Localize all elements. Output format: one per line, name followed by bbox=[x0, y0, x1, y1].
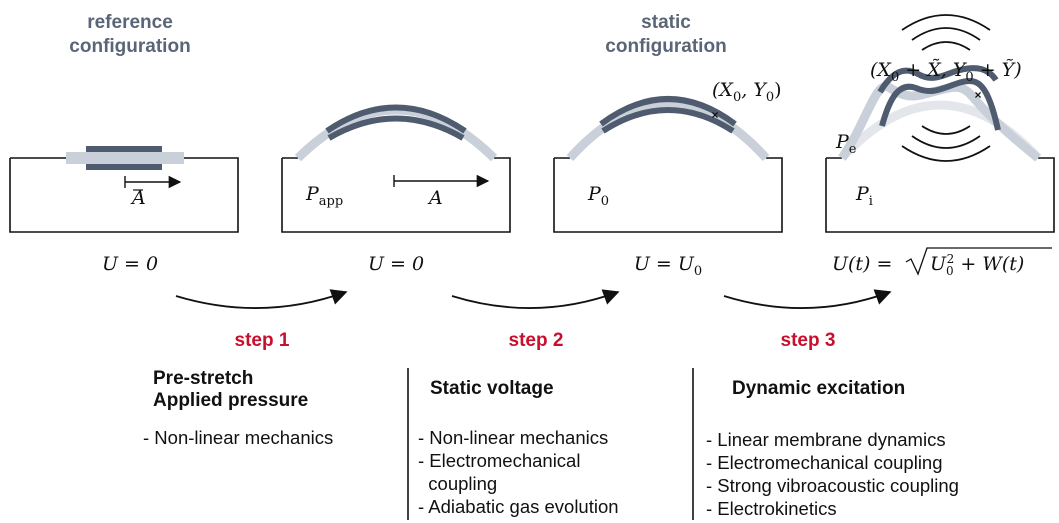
vector-label-ref: A bbox=[130, 187, 146, 209]
chamber-box-3 bbox=[553, 157, 783, 233]
column-3-item: - Strong vibroacoustic coupling bbox=[706, 475, 959, 496]
column-3-heading: Dynamic excitation bbox=[732, 378, 905, 399]
pressure-label-app: Papp bbox=[305, 183, 343, 209]
step-2-arrow bbox=[451, 289, 620, 309]
column-1-heading-line2: Applied pressure bbox=[153, 390, 308, 411]
chamber-box-4 bbox=[825, 157, 1055, 233]
caption-reference-line2: configuration bbox=[69, 36, 190, 57]
column-2-item: - Non-linear mechanics bbox=[418, 427, 608, 448]
step-2-label: step 2 bbox=[509, 330, 564, 351]
electrode-bottom-flat bbox=[86, 164, 162, 170]
step-1-label: step 1 bbox=[235, 330, 290, 351]
column-2-item: coupling bbox=[418, 473, 497, 494]
caption-reference-line1: reference bbox=[87, 12, 173, 33]
chamber-box bbox=[9, 157, 239, 233]
electrode-bottom-arc-2 bbox=[327, 115, 465, 141]
point-label-dynamic: (X0 + X̃, Y0 + Ỹ) bbox=[870, 59, 1022, 85]
column-static-voltage: Static voltage - Non-linear mechanics - … bbox=[418, 378, 619, 517]
electrode-top-flat bbox=[86, 146, 162, 152]
step-arrows bbox=[175, 289, 892, 309]
point-marker-3: × bbox=[711, 108, 718, 122]
caption-static-line1: static bbox=[641, 12, 691, 33]
caption-static-line2: configuration bbox=[605, 36, 726, 57]
step-1-arrow bbox=[175, 289, 348, 309]
point-label-static: (X0, Y0) bbox=[712, 79, 782, 105]
electrode-top-arc-3 bbox=[599, 96, 737, 127]
voltage-4: U(t) = bbox=[832, 253, 892, 275]
step-3-label: step 3 bbox=[781, 330, 836, 351]
column-2-heading: Static voltage bbox=[430, 378, 554, 399]
column-3-item: - Electromechanical coupling bbox=[706, 452, 943, 473]
pressure-label-0: P0 bbox=[587, 183, 609, 209]
voltage-4-radicand: U02 + W(t) bbox=[930, 252, 1024, 278]
voltage-ref: U = 0 bbox=[102, 253, 158, 275]
point-marker-4: × bbox=[974, 88, 981, 102]
column-2-item: - Electromechanical bbox=[418, 450, 580, 471]
panel-dynamic: × (X0 + X̃, Y0 + Ỹ) Pe Pi U(t) = U02 + W… bbox=[825, 14, 1055, 278]
column-2-item: - Adiabatic gas evolution bbox=[418, 496, 619, 517]
sqrt-sign bbox=[905, 247, 1052, 276]
electrode-top-wavy bbox=[877, 65, 999, 94]
column-1-item: - Non-linear mechanics bbox=[143, 427, 333, 448]
sound-waves-top bbox=[901, 14, 991, 51]
sound-waves-bottom bbox=[901, 125, 991, 162]
voltage-2: U = 0 bbox=[368, 253, 424, 275]
chamber-box-2 bbox=[281, 157, 511, 233]
step-3-arrow bbox=[723, 289, 892, 309]
panel-reference: reference configuration A U = 0 bbox=[9, 12, 239, 275]
membrane-flat bbox=[66, 152, 184, 164]
electrode-bottom-arc-3 bbox=[601, 107, 735, 134]
panel-applied-pressure: A Papp U = 0 bbox=[281, 104, 511, 275]
column-3-item: - Electrokinetics bbox=[706, 498, 837, 519]
pressure-label-i: Pi bbox=[855, 183, 873, 209]
membrane-arc-3 bbox=[566, 99, 770, 162]
column-1-heading-line1: Pre-stretch bbox=[153, 368, 253, 389]
electrode-bottom-wavy bbox=[879, 78, 1001, 131]
electrode-top-arc-2 bbox=[325, 104, 467, 134]
vector-label-2: A bbox=[427, 187, 443, 209]
column-3-item: - Linear membrane dynamics bbox=[706, 429, 946, 450]
panel-static: static configuration × (X0, Y0) P0 U = U… bbox=[553, 12, 783, 279]
pressure-label-e: Pe bbox=[835, 131, 857, 157]
column-dynamic-excitation: Dynamic excitation - Linear membrane dyn… bbox=[706, 378, 959, 519]
voltage-3: U = U0 bbox=[634, 253, 702, 279]
column-prestretch: Pre-stretch Applied pressure - Non-linea… bbox=[143, 368, 333, 448]
